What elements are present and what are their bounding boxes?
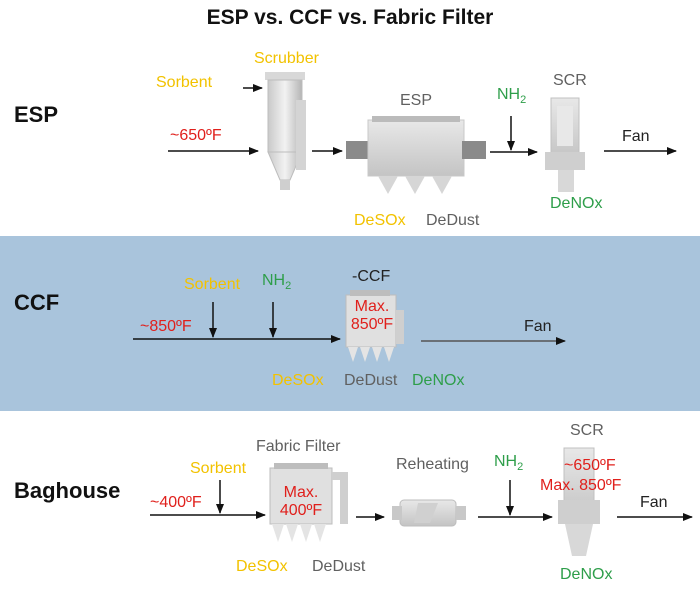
ccf-sorbent-label: Sorbent bbox=[184, 276, 241, 293]
esp-scr-label: SCR bbox=[553, 72, 587, 89]
esp-dedust-label: DeDust bbox=[426, 212, 480, 229]
ccf-desox-label: DeSOx bbox=[272, 372, 324, 389]
baghouse-scr-temp: ~650ºF bbox=[564, 457, 616, 474]
esp-temp-label: ~650ºF bbox=[170, 127, 222, 144]
reheater-unit bbox=[392, 499, 466, 527]
fabric-filter-label: Fabric Filter bbox=[256, 438, 341, 455]
baghouse-temp-label: ~400ºF bbox=[150, 494, 202, 511]
ccf-nh3-label: NH2 bbox=[262, 272, 292, 293]
diagram-title: ESP vs. CCF vs. Fabric Filter bbox=[206, 6, 494, 29]
esp-unit bbox=[346, 116, 486, 194]
baghouse-dedust-label: DeDust bbox=[312, 558, 366, 575]
esp-fan-label: Fan bbox=[622, 128, 650, 145]
baghouse-max-temp: Max.400ºF bbox=[279, 484, 323, 519]
esp-nh3-label: NH2 bbox=[497, 86, 527, 107]
baghouse-sorbent-label: Sorbent bbox=[190, 460, 247, 477]
esp-desox-label: DeSOx bbox=[354, 212, 406, 229]
ccf-dedust-label: DeDust bbox=[344, 372, 398, 389]
baghouse-fan-label: Fan bbox=[640, 494, 668, 511]
reheating-label: Reheating bbox=[396, 456, 469, 473]
esp-denox-label: DeNOx bbox=[550, 195, 603, 212]
row-label-esp: ESP bbox=[14, 102, 59, 127]
baghouse-desox-label: DeSOx bbox=[236, 558, 288, 575]
scr-unit-baghouse bbox=[558, 447, 600, 556]
baghouse-nh3-label: NH2 bbox=[494, 453, 524, 474]
scrubber-vessel bbox=[265, 72, 306, 190]
esp-sorbent-label: Sorbent bbox=[156, 74, 213, 91]
scr-unit-esp bbox=[545, 97, 585, 192]
row-label-ccf: CCF bbox=[14, 290, 60, 315]
fabric-filter-unit bbox=[269, 463, 348, 542]
ccf-max-temp: Max.850ºF bbox=[350, 298, 394, 333]
ccf-unit-label: -CCF bbox=[352, 268, 391, 285]
baghouse-denox-label: DeNOx bbox=[560, 566, 613, 583]
ccf-denox-label: DeNOx bbox=[412, 372, 465, 389]
scrubber-label: Scrubber bbox=[254, 50, 319, 67]
baghouse-scr-max: Max. 850ºF bbox=[540, 477, 622, 494]
esp-unit-label: ESP bbox=[400, 92, 433, 109]
ccf-temp-label: ~850ºF bbox=[140, 318, 192, 335]
baghouse-scr-label: SCR bbox=[570, 422, 604, 439]
row-label-baghouse: Baghouse bbox=[14, 478, 121, 503]
ccf-fan-label: Fan bbox=[524, 318, 552, 335]
ccf-unit bbox=[345, 290, 404, 362]
